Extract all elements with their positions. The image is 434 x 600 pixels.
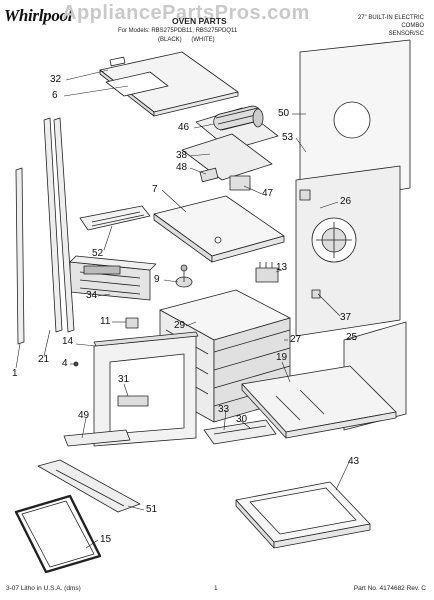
callout-53: 53 (282, 132, 294, 143)
callout-29: 29 (174, 320, 186, 331)
callout-48: 48 (176, 162, 188, 173)
product-description: 27" BUILT-IN ELECTRIC COMBO SENSOR/SC (358, 14, 424, 38)
page-title: OVEN PARTS (172, 16, 227, 26)
description-line-1: 27" BUILT-IN ELECTRIC (357, 15, 424, 21)
footer-litho: 3-07 Litho in U.S.A. (dms) (6, 585, 81, 592)
color-white-label: (WHITE) (191, 37, 215, 43)
description-line-3: SENSOR/SC (388, 31, 424, 37)
part-side-trims (15, 117, 75, 345)
callout-34: 34 (86, 290, 98, 301)
part-top-baffle (153, 195, 285, 263)
part-door-latch (117, 395, 149, 407)
callout-32: 32 (50, 74, 62, 85)
callout-4: 4 (62, 358, 68, 369)
description-line-2: COMBO (401, 23, 424, 29)
part-cooling-fan-assembly (181, 105, 279, 191)
callout-38: 38 (176, 150, 188, 161)
callout-43: 43 (348, 456, 360, 467)
callout-21: 21 (38, 354, 50, 365)
color-black-label: (BLACK) (158, 37, 182, 43)
callout-6: 6 (52, 90, 58, 101)
callout-49: 49 (78, 410, 90, 421)
callout-31: 31 (118, 374, 130, 385)
callout-9: 9 (154, 274, 160, 285)
part-drip-tray (235, 481, 371, 549)
callout-51: 51 (146, 504, 158, 515)
part-terminal-block (255, 262, 279, 283)
callout-13: 13 (276, 262, 288, 273)
watermark: AppliancePartsPros.com (62, 2, 310, 24)
callout-52: 52 (92, 248, 104, 259)
part-door-vent (37, 459, 141, 513)
callout-50: 50 (278, 108, 290, 119)
part-door-gasket (14, 494, 102, 574)
callout-1: 1 (12, 368, 18, 379)
callout-33: 33 (218, 404, 230, 415)
callout-27: 27 (290, 334, 302, 345)
footer-page-number: 1 (214, 585, 218, 592)
brand-logo: Whirlpool (4, 6, 73, 25)
part-thermostat (125, 264, 193, 329)
part-control-panel (69, 255, 157, 301)
callout-14: 14 (62, 336, 74, 347)
part-lower-vent (203, 419, 277, 445)
callout-37: 37 (340, 312, 352, 323)
leader-lines (15, 69, 357, 549)
callout-15: 15 (100, 534, 112, 545)
callout-26: 26 (340, 196, 352, 207)
part-door-frame (73, 331, 199, 447)
callout-30: 30 (236, 414, 248, 425)
callout-19: 19 (276, 352, 288, 363)
part-rear-wall (295, 39, 411, 337)
callout-11: 11 (100, 316, 111, 327)
callout-47: 47 (262, 188, 274, 199)
footer-part-number: Part No. 4174682 Rev. C (353, 585, 426, 592)
part-top-cover (99, 51, 239, 117)
model-numbers: For Models: RBS275PDB11, RBS275PDQ11 (118, 28, 238, 34)
color-labels: (BLACK) (WHITE) (158, 37, 223, 43)
part-vent-trim (79, 205, 151, 231)
part-door-trim (63, 429, 131, 447)
callout-7: 7 (152, 184, 158, 195)
callout-46: 46 (178, 122, 190, 133)
part-oven-bottom (241, 365, 397, 439)
callout-25: 25 (346, 332, 358, 343)
